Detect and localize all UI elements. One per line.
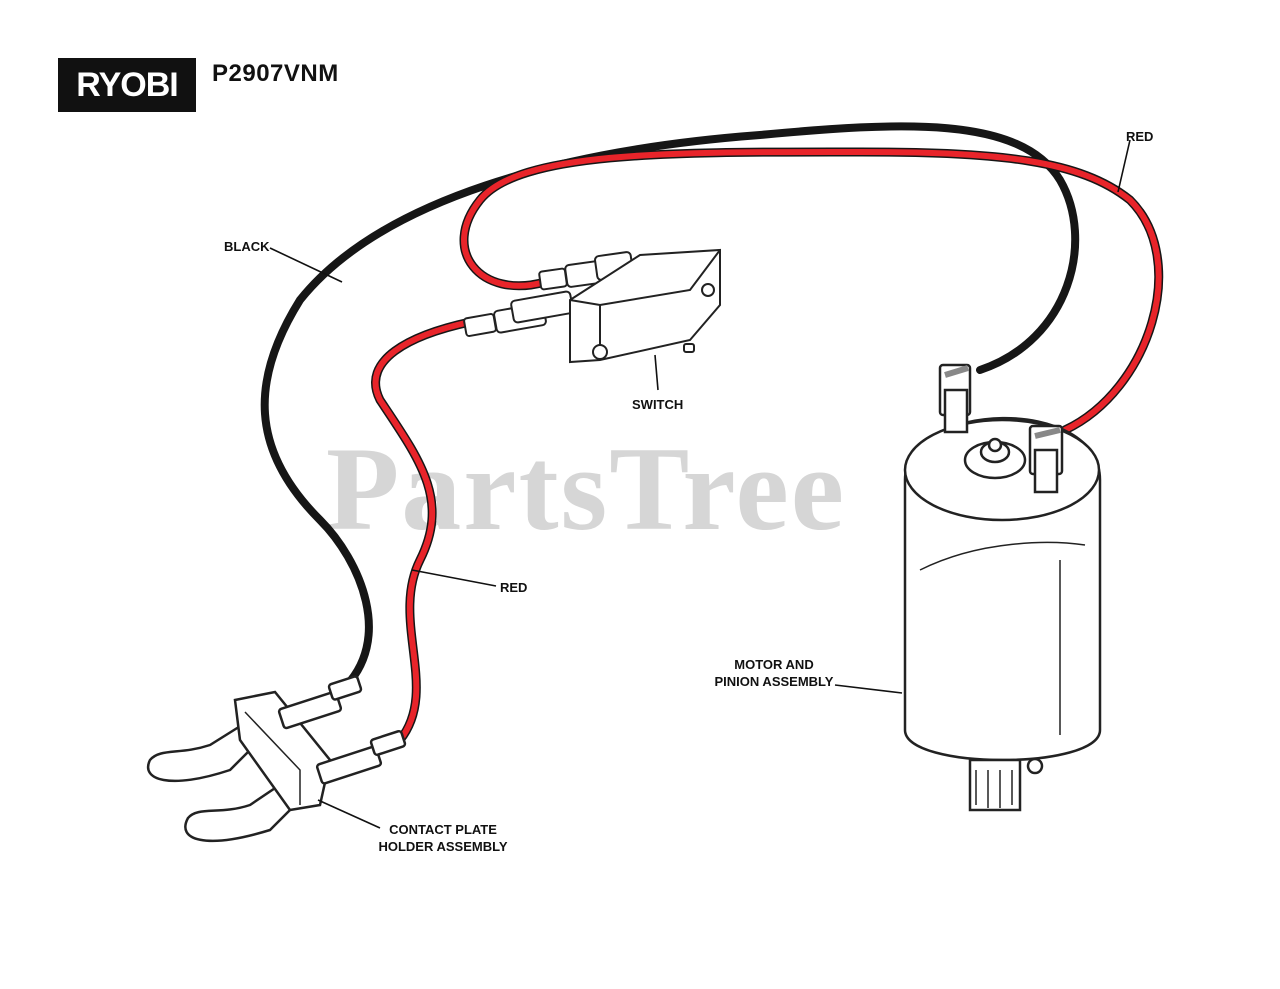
label-red-wire-top: RED bbox=[1126, 129, 1154, 144]
contact-plate-holder bbox=[147, 675, 407, 842]
model-number: P2907VNM bbox=[212, 60, 339, 87]
brand-logo: RYOBI bbox=[58, 58, 196, 112]
label-switch: SWITCH bbox=[632, 397, 684, 412]
label-contact-line2: HOLDER ASSEMBLY bbox=[378, 839, 508, 854]
brand-logo-text: RYOBI bbox=[76, 66, 178, 104]
motor-assembly bbox=[903, 363, 1102, 812]
label-black-wire: BLACK bbox=[224, 239, 270, 254]
label-contact-plate: CONTACT PLATE HOLDER ASSEMBLY bbox=[376, 821, 510, 855]
red-wire-mid bbox=[371, 317, 475, 745]
label-contact-line1: CONTACT PLATE bbox=[389, 822, 497, 837]
label-red-wire-mid: RED bbox=[500, 580, 528, 595]
switch-body bbox=[569, 248, 721, 364]
label-motor-line1: MOTOR AND bbox=[734, 657, 814, 672]
leader-lines bbox=[269, 139, 1131, 829]
label-motor-line2: PINION ASSEMBLY bbox=[714, 674, 834, 689]
label-motor: MOTOR AND PINION ASSEMBLY bbox=[712, 656, 836, 690]
